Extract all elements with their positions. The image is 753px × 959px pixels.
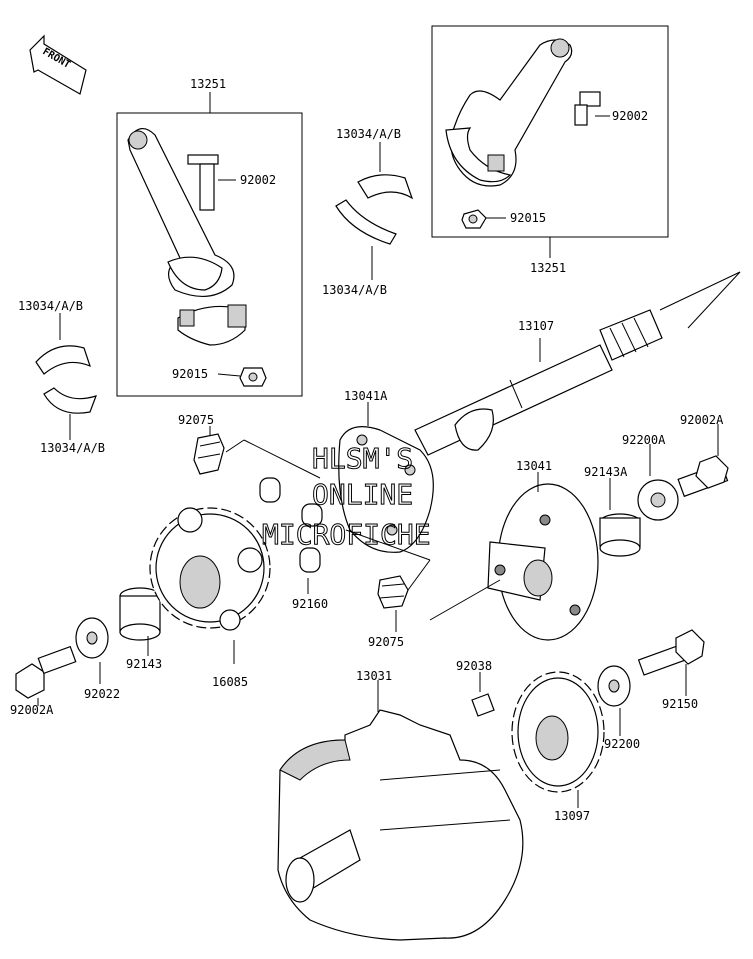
label-gear-housing: 13041A: [344, 389, 388, 403]
sprocket-left-icon: [149, 507, 271, 631]
label-needle-rollers: 92160: [292, 597, 328, 611]
label-flange: 13041: [516, 459, 552, 473]
rod-left-nut-icon: [239, 367, 267, 387]
watermark: HLSM'S ONLINE MICROFICHE: [262, 442, 432, 552]
bearing-shell-center-top-icon: [357, 174, 414, 200]
label-sprocket-right: 13097: [554, 809, 590, 823]
gear-housing-icon: [338, 426, 434, 553]
connecting-rod-left-icon: [127, 128, 247, 346]
label-washer-lower: 92200: [604, 737, 640, 751]
rod-right-nut-icon: [461, 209, 487, 229]
crankshaft-icon: [277, 709, 524, 941]
needle-rollers-icon: [259, 477, 323, 573]
label-rod-right-nut: 92015: [510, 211, 546, 225]
bolt-right-icon: [677, 455, 729, 498]
flange-icon: [487, 483, 599, 641]
label-rod-left-bolt: 92002: [240, 173, 276, 187]
watermark-line-3: MICROFICHE: [262, 518, 431, 551]
label-key: 92038: [456, 659, 492, 673]
label-washer-right: 92200A: [622, 433, 666, 447]
label-sprocket-left: 16085: [212, 675, 248, 689]
connecting-rod-right-icon: [445, 38, 573, 187]
rod-right-bolt-icon: [574, 91, 601, 126]
label-pinion-bottom: 92075: [368, 635, 404, 649]
bearing-right-icon: [599, 513, 641, 557]
label-bolt-lower: 92150: [662, 697, 698, 711]
label-shaft: 13107: [518, 319, 554, 333]
label-rod-right-bolt: 92002: [612, 109, 648, 123]
bearing-shell-center-bottom-icon: [335, 199, 397, 245]
label-rod-right-assy: 13251: [530, 261, 566, 275]
label-rod-left-assy: 13251: [190, 77, 226, 91]
label-bearing-center-top: 13034/A/B: [336, 127, 401, 141]
bolt-lower-icon: [637, 629, 705, 676]
pinion-bottom-icon: [377, 575, 409, 609]
label-bearing-left: 92143: [126, 657, 162, 671]
label-bearing-center-bottom: 13034/A/B: [322, 283, 387, 297]
label-bearing-left-bottom: 13034/A/B: [40, 441, 105, 455]
rod-left-bolt-icon: [187, 154, 219, 211]
bolt-left-icon: [15, 645, 77, 699]
label-rod-left-nut: 92015: [172, 367, 208, 381]
label-bearing-right: 92143A: [584, 465, 628, 479]
front-direction-icon: FRONT: [29, 34, 87, 95]
bearing-shell-left-bottom-icon: [43, 387, 97, 414]
label-washer-left: 92022: [84, 687, 120, 701]
key-icon: [471, 693, 495, 717]
washer-left-icon: [75, 617, 109, 659]
label-bearing-left-top: 13034/A/B: [18, 299, 83, 313]
bearing-shell-left-top-icon: [35, 345, 91, 375]
pinion-top-icon: [193, 433, 225, 475]
washer-lower-icon: [597, 665, 631, 707]
sprocket-right-icon: [511, 671, 605, 793]
shaft-icon: [414, 271, 741, 456]
washer-right-icon: [637, 479, 679, 521]
watermark-line-1: HLSM'S: [312, 442, 413, 475]
label-bolt-left: 92002A: [10, 703, 54, 717]
label-bolt-right: 92002A: [680, 413, 724, 427]
label-crankshaft: 13031: [356, 669, 392, 683]
label-pinion-top: 92075: [178, 413, 214, 427]
bearing-left-icon: [119, 587, 161, 641]
watermark-line-2: ONLINE: [312, 478, 413, 511]
